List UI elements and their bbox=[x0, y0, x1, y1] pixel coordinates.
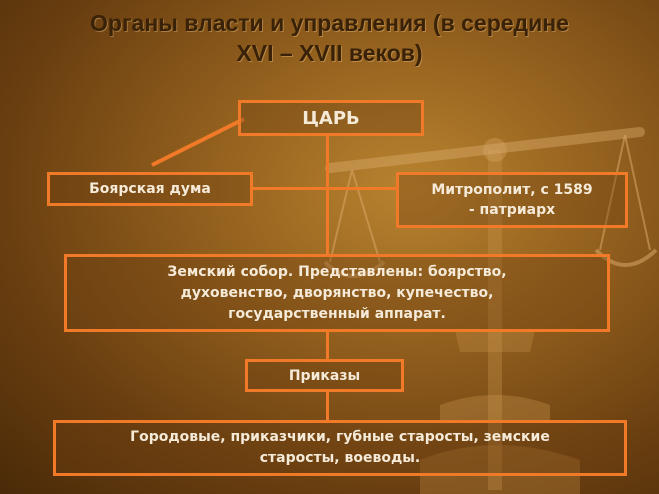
boyar-duma-box: Боярская дума bbox=[47, 172, 253, 206]
title-line-1: Органы власти и управления (в середине bbox=[90, 10, 569, 36]
zemsky-sobor-label-3: государственный аппарат. bbox=[228, 305, 446, 322]
local-officials-label-1: Городовые, приказчики, губные старосты, … bbox=[130, 429, 550, 445]
connector-tsar-down bbox=[326, 134, 329, 256]
local-officials-label-2: старосты, воеводы. bbox=[259, 450, 421, 466]
title-line-2: XVI – XVII веков) bbox=[236, 40, 423, 66]
connector-duma-horizontal bbox=[250, 187, 398, 190]
zemsky-sobor-label-2: духовенство, дворянство, купечество, bbox=[180, 284, 494, 301]
connector-prikazy-local bbox=[326, 390, 329, 422]
page-title: Органы власти и управления (в середине X… bbox=[0, 8, 659, 68]
prikazy-label: Приказы bbox=[288, 367, 361, 384]
boyar-duma-label: Боярская дума bbox=[89, 181, 211, 197]
connector-sobor-prikazy bbox=[326, 330, 329, 360]
tsar-box: ЦАРЬ bbox=[238, 100, 424, 136]
metropolitan-label-1: Митрополит, с 1589 bbox=[431, 182, 593, 198]
metropolitan-label-2: - патриарх bbox=[468, 202, 556, 218]
tsar-label: ЦАРЬ bbox=[302, 107, 360, 129]
zemsky-sobor-label-1: Земский собор. Представлены: боярство, bbox=[167, 263, 507, 280]
zemsky-sobor-box: Земский собор. Представлены: боярство, д… bbox=[64, 254, 610, 332]
metropolitan-box: Митрополит, с 1589 - патриарх bbox=[396, 172, 628, 228]
prikazy-box: Приказы bbox=[245, 359, 404, 392]
local-officials-box: Городовые, приказчики, губные старосты, … bbox=[53, 420, 627, 476]
